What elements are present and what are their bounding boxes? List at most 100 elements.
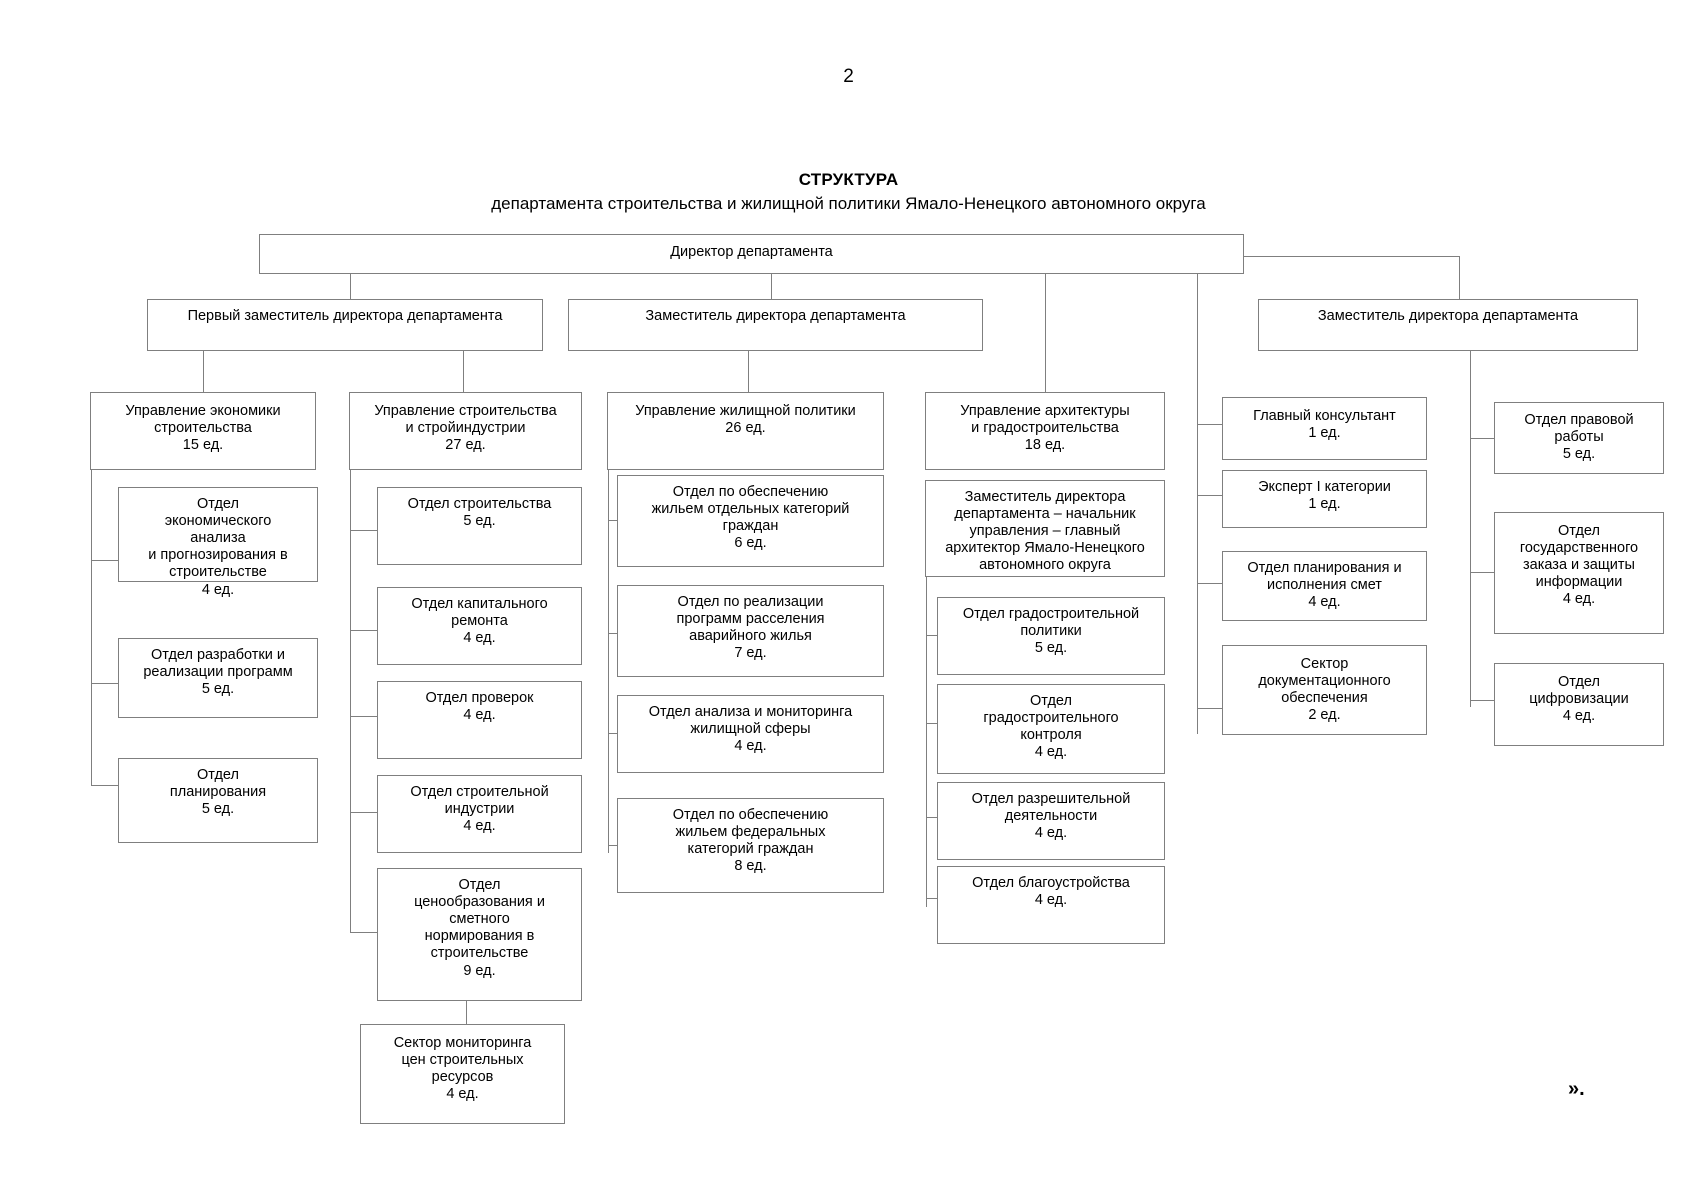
connector-col1-c1 (91, 560, 119, 561)
connector-col2-c3 (350, 716, 378, 717)
box-head-construction: Управление строительства и стройиндустри… (349, 392, 582, 470)
box-label: Отдел по реализации программ расселения … (676, 594, 825, 645)
connector-col3-c4 (608, 845, 618, 846)
box-units: 6 ед. (734, 535, 767, 552)
box-label: Отдел по обеспечению жильем федеральных … (672, 807, 829, 858)
box-director: Директор департамента (259, 234, 1244, 274)
box-label: Отдел благоустройства (972, 875, 1130, 891)
box-economic-analysis-dept: Отдел экономического анализа и прогнозир… (118, 487, 318, 598)
box-units: 5 ед. (201, 801, 235, 818)
box-units: 4 ед. (201, 581, 235, 598)
connector-d2-down (748, 351, 749, 392)
box-units: 5 ед. (201, 681, 235, 698)
connector-col4-c1 (926, 635, 938, 636)
box-label: Управление экономики строительства (125, 403, 281, 437)
box-units: 9 ед. (463, 962, 496, 979)
box-units: 2 ед. (1308, 707, 1341, 724)
box-units: 5 ед. (463, 513, 496, 530)
box-units: 5 ед. (1562, 446, 1596, 463)
box-deputy-director-3: Заместитель директора департамента (1258, 299, 1638, 351)
connector-col2-bus (350, 470, 351, 932)
box-units: 18 ед. (1024, 437, 1066, 454)
connector-col4-c3 (926, 817, 938, 818)
box-label: Отдел государственного заказа и защиты и… (1519, 523, 1639, 591)
connector-col4-c2 (926, 723, 938, 724)
page-title: СТРУКТУРА (798, 170, 899, 189)
connector-col2-grandchild (466, 1001, 467, 1024)
box-label: Отдел строительства (407, 496, 552, 512)
box-units: 27 ед. (445, 437, 486, 454)
box-label: Отдел разрешительной деятельности (971, 791, 1131, 825)
connector-col3-c3 (608, 733, 618, 734)
box-federal-categories-housing-dept: Отдел по обеспечению жильем федеральных … (617, 798, 884, 893)
box-label: Управление строительства и стройиндустри… (374, 403, 557, 437)
connector-col1-bus (91, 470, 92, 785)
box-units: 4 ед. (463, 630, 496, 647)
box-label: Сектор документационного обеспечения (1258, 656, 1391, 707)
box-label: Отдел градостроительного контроля (983, 693, 1119, 744)
box-units: 5 ед. (1034, 640, 1068, 657)
box-units: 4 ед. (1034, 825, 1068, 842)
connector-col6-bus (1470, 402, 1471, 707)
box-units: 4 ед. (1034, 892, 1068, 909)
box-label: Отдел цифровизации (1529, 674, 1629, 708)
connector-root-d1 (350, 274, 351, 299)
connector-col1-c3 (91, 785, 119, 786)
box-units: 4 ед. (1308, 594, 1341, 611)
closing-quote-mark: ». (1568, 1078, 1585, 1100)
box-units: 7 ед. (734, 645, 767, 662)
box-units: 1 ед. (1308, 496, 1341, 513)
connector-col6-c2 (1470, 572, 1495, 573)
page-number: 2 (843, 66, 854, 87)
box-label: Отдел ценообразования и сметного нормиро… (414, 877, 545, 962)
box-label: Отдел проверок (425, 690, 534, 706)
connector-col5-c1 (1197, 424, 1223, 425)
connector-col1-c2 (91, 683, 119, 684)
box-first-deputy-director: Первый заместитель директора департамент… (147, 299, 543, 351)
box-deputy-director-2: Заместитель директора департамента (568, 299, 983, 351)
box-label: Управление жилищной политики (635, 403, 856, 419)
box-label: Отдел планирования и исполнения смет (1247, 560, 1402, 594)
box-units: 4 ед. (463, 818, 496, 835)
connector-col2-c4 (350, 812, 378, 813)
connector-d1-down (203, 351, 204, 392)
connector-col3-c2 (608, 633, 618, 634)
connector-root-col4 (1197, 274, 1198, 734)
connector-col5-c4 (1197, 708, 1223, 709)
box-label: Эксперт I категории (1258, 479, 1391, 495)
connector-col2-c5 (350, 932, 378, 933)
box-units: 1 ед. (1308, 425, 1341, 442)
box-label: Отдел разработки и реализации программ (143, 647, 293, 681)
box-label: Заместитель директора департамента – нач… (945, 489, 1145, 574)
connector-d1-col2 (463, 351, 464, 392)
connector-col6-c1 (1470, 438, 1495, 439)
box-label: Сектор мониторинга цен строительных ресу… (393, 1035, 532, 1086)
box-label: Отдел планирования (169, 767, 267, 801)
connector-col4-c4 (926, 898, 938, 899)
box-label: Главный консультант (1253, 408, 1396, 424)
box-label: Отдел градостроительной политики (962, 606, 1140, 640)
box-price-monitoring-sector: Сектор мониторинга цен строительных ресу… (360, 1024, 565, 1124)
box-head-architecture: Управление архитектуры и градостроительс… (925, 392, 1165, 470)
connector-col3-c1 (608, 520, 618, 521)
box-units: 15 ед. (182, 437, 224, 454)
connector-root-d3-v (1459, 256, 1460, 299)
box-label: Управление архитектуры и градостроительс… (960, 403, 1130, 437)
box-deputy-chief-architect: Заместитель директора департамента – нач… (925, 480, 1165, 577)
